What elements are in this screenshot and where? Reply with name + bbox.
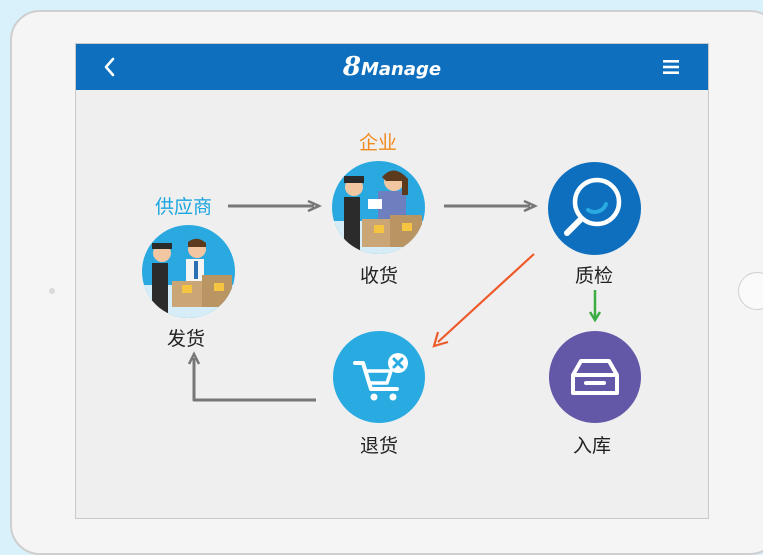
supplier-label: 供应商 [155,196,213,218]
arrow-inspect-to-return [432,253,535,348]
flow-arrows [187,199,602,402]
logo-word: Manage [360,59,442,80]
return-label: 退货 [360,435,399,457]
logo-number: 8 [342,52,361,82]
people-shipping-icon [142,238,235,318]
magnifier-icon [564,177,622,236]
stock-node[interactable] [549,331,641,423]
inspect-label: 质检 [575,265,614,287]
arrow-return-to-ship [187,351,316,402]
return-node[interactable] [333,331,425,423]
app-logo: 8Manage [76,52,708,82]
app-screen: 8Manage [75,43,709,519]
inspect-node[interactable] [548,162,641,255]
top-navbar: 8Manage [76,44,708,90]
arrow-ship-to-receive [228,199,323,213]
hamburger-menu-icon [663,60,679,74]
receive-label: 收货 [360,265,399,287]
ship-node[interactable] [142,225,235,318]
camera-dot [49,288,55,294]
receive-node[interactable] [332,161,425,254]
arrow-receive-to-inspect [444,199,539,213]
home-button[interactable] [738,272,763,310]
inbox-tray-icon [571,359,619,395]
stock-label: 入库 [573,435,612,457]
enterprise-label: 企业 [359,132,398,154]
chevron-left-icon [104,57,115,77]
people-receiving-icon [332,170,425,254]
menu-button[interactable] [660,56,682,78]
ship-label: 发货 [167,328,206,350]
arrow-inspect-to-stock [588,290,602,323]
cart-remove-icon [353,353,408,401]
back-button[interactable] [99,52,121,82]
